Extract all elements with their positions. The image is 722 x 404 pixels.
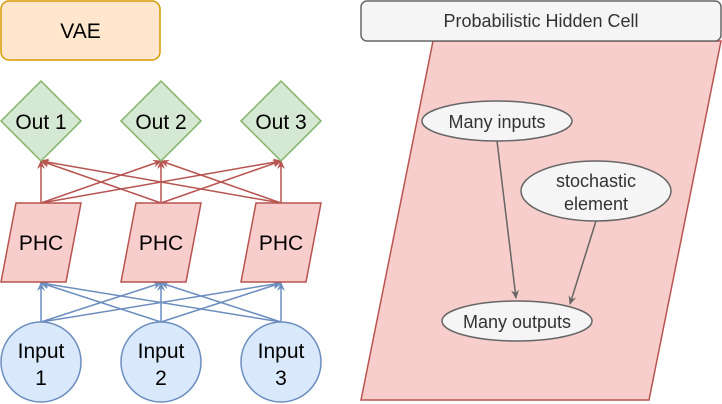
vae-label-box: VAE	[0, 0, 161, 61]
stochastic-label-line1: stochastic	[556, 171, 636, 191]
input-label-line2: 2	[155, 367, 167, 390]
phc-detail-parallelogram	[360, 40, 722, 401]
input-label-line2: 1	[35, 367, 47, 390]
edge-phc2-to-out1	[40, 159, 162, 204]
input-label-line1: Input	[18, 340, 65, 363]
phc-to-output-edges	[37, 158, 285, 204]
output-label: Out 3	[255, 111, 306, 134]
edge-input2-to-phc1	[40, 281, 162, 323]
many-outputs-node: Many outputs	[441, 300, 593, 342]
edge-inputs-to-outputs	[496, 140, 520, 299]
phc-detail-title-box: Probabilistic Hidden Cell	[360, 0, 722, 42]
output-node-1: Out 1	[0, 79, 83, 163]
output-label: Out 2	[135, 111, 186, 134]
output-node-3: Out 3	[239, 79, 323, 163]
many-outputs-label: Many outputs	[463, 312, 571, 332]
phc-node-3: PHC	[240, 202, 322, 283]
many-inputs-label: Many inputs	[448, 112, 545, 132]
vae-label: VAE	[60, 20, 100, 43]
input-node-1: Input 1	[0, 321, 82, 403]
edge-input3-to-phc1	[40, 280, 282, 323]
phc-detail-panel: Probabilistic Hidden Cell Many inputs st…	[360, 0, 722, 401]
edge-phc3-to-out2	[160, 159, 282, 204]
phc-label: PHC	[139, 232, 183, 255]
stochastic-element-node: stochastic element	[520, 160, 672, 222]
phc-detail-title: Probabilistic Hidden Cell	[443, 11, 638, 31]
input-label-line2: 3	[275, 367, 287, 390]
phc-label: PHC	[259, 232, 303, 255]
edge-phc3-to-out1	[40, 158, 282, 204]
input-node-2: Input 2	[120, 321, 202, 403]
output-label: Out 1	[15, 111, 66, 134]
many-inputs-node: Many inputs	[421, 100, 573, 142]
input-to-phc-edges	[37, 280, 285, 323]
stochastic-label-line2: element	[564, 194, 628, 214]
phc-node-2: PHC	[120, 202, 202, 283]
phc-node-1: PHC	[0, 202, 82, 283]
phc-label: PHC	[19, 232, 63, 255]
edge-input3-to-phc2	[160, 281, 282, 323]
input-label-line1: Input	[138, 340, 185, 363]
edge-stochastic-to-outputs	[568, 220, 597, 305]
output-node-2: Out 2	[119, 79, 203, 163]
input-node-3: Input 3	[240, 321, 322, 403]
input-label-line1: Input	[258, 340, 305, 363]
